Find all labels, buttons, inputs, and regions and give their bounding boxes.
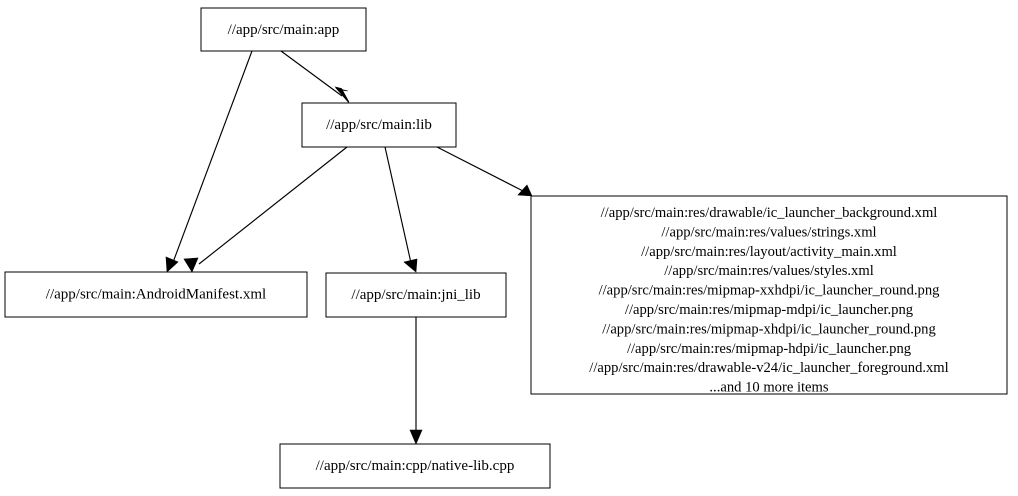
arrow-head-lib-to-res-group <box>517 184 533 197</box>
edge-lib-to-jni-lib <box>384 146 418 273</box>
node-rect-app[interactable] <box>200 7 367 52</box>
edge-lib-to-res-group <box>436 146 533 197</box>
arrow-head-app-to-lib-fill <box>334 86 350 103</box>
node-rect-native-lib-cpp[interactable] <box>279 443 551 489</box>
edge-line-app-to-lib <box>280 50 343 97</box>
node-label-line: //app/src/main:res/mipmap-hdpi/ic_launch… <box>627 341 912 357</box>
node-label-line: ...and 10 more items <box>709 380 828 396</box>
node-label-line: //app/src/main:res/mipmap-xxhdpi/ic_laun… <box>599 283 941 299</box>
arrow-head-app-to-manifest <box>165 256 179 273</box>
node-label-line: //app/src/main:res/drawable-v24/ic_launc… <box>589 360 948 376</box>
node-rect-android-manifest[interactable] <box>4 271 308 318</box>
node-android-manifest[interactable]: //app/src/main:AndroidManifest.xml <box>4 271 308 318</box>
node-label-lib: //app/src/main:lib <box>326 117 432 133</box>
node-label-app: //app/src/main:app <box>228 22 340 38</box>
node-label-line: //app/src/main:res/layout/activity_main.… <box>641 244 897 260</box>
node-label-android-manifest: //app/src/main:AndroidManifest.xml <box>46 286 266 302</box>
node-jni-lib[interactable]: //app/src/main:jni_lib <box>325 272 507 318</box>
node-label-line: //app/src/main:res/mipmap-xhdpi/ic_launc… <box>602 321 936 337</box>
node-label-jni-lib: //app/src/main:jni_lib <box>351 287 480 303</box>
edge-app-to-manifest <box>165 50 253 273</box>
arrow-head-jni-lib-to-native-lib <box>409 429 423 445</box>
node-rect-lib[interactable] <box>301 102 457 148</box>
edge-jni-lib-to-native-lib <box>409 317 423 445</box>
node-label-line: //app/src/main:res/values/styles.xml <box>664 263 874 279</box>
node-label-native-lib-cpp: //app/src/main:cpp/native-lib.cpp <box>316 458 515 474</box>
node-rect-res-group[interactable] <box>530 195 1008 395</box>
node-app[interactable]: //app/src/main:app <box>200 7 367 52</box>
arrow-head-lib-to-jni-lib <box>403 258 418 273</box>
node-label-res-group: //app/src/main:res/drawable/ic_launcher_… <box>589 205 948 396</box>
edge-lib-to-manifest <box>183 146 348 273</box>
node-label-line: //app/src/main:res/values/strings.xml <box>661 224 876 240</box>
arrow-head-lib-to-manifest <box>183 257 199 273</box>
node-native-lib-cpp[interactable]: //app/src/main:cpp/native-lib.cpp <box>279 443 551 489</box>
node-label-line: //app/src/main:res/drawable/ic_launcher_… <box>601 205 938 221</box>
node-rect-jni-lib[interactable] <box>325 272 507 318</box>
node-res-group[interactable]: //app/src/main:res/drawable/ic_launcher_… <box>530 195 1008 396</box>
node-lib[interactable]: //app/src/main:lib <box>301 102 457 148</box>
edge-app-to-lib <box>280 50 350 104</box>
node-label-line: //app/src/main:res/mipmap-mdpi/ic_launch… <box>625 302 914 318</box>
edge-group <box>165 50 533 445</box>
edge-line-app-to-manifest <box>171 50 253 266</box>
edge-line-lib-to-res-group <box>436 146 526 193</box>
edge-line-lib-to-manifest <box>198 146 348 265</box>
edge-line-lib-to-jni-lib <box>384 146 412 264</box>
